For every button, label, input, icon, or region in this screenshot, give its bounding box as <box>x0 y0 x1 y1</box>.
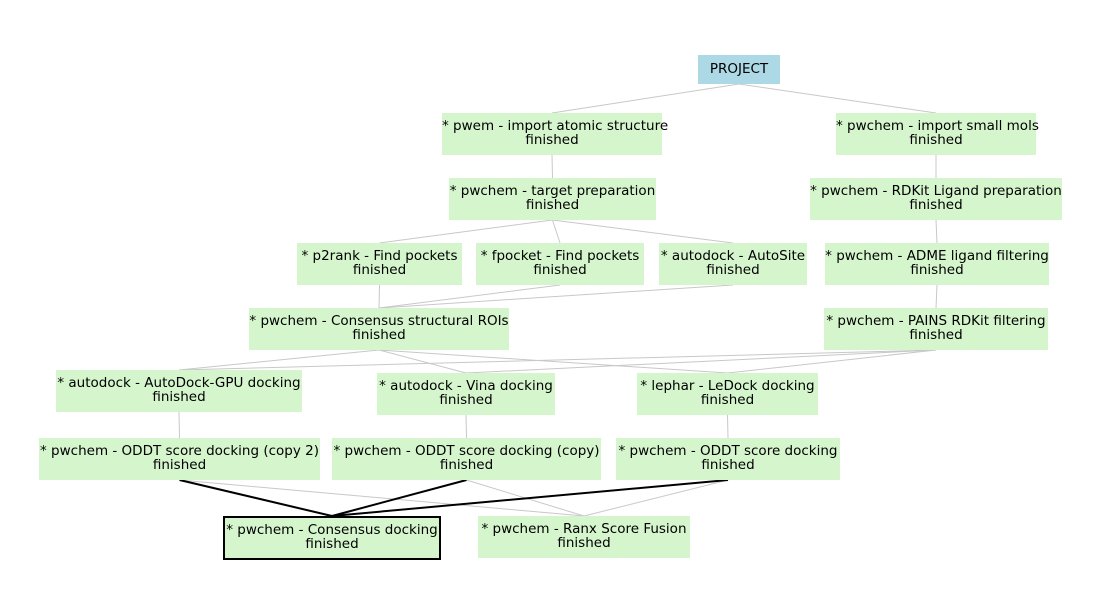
node-status: finished <box>909 197 963 213</box>
node-title: * fpocket - Find pockets <box>480 248 640 264</box>
node-title: * pwchem - ODDT score docking (copy 2) <box>40 443 319 459</box>
protocol-node-p2rank-find-pockets[interactable]: * p2rank - Find pockets finished <box>297 243 462 285</box>
node-status: finished <box>909 327 963 343</box>
protocol-node-import-small-mols[interactable]: * pwchem - import small mols finished <box>836 113 1039 155</box>
node-title: * pwchem - import small mols <box>836 118 1039 134</box>
edge-fpocket-to-consensus_rois <box>378 284 561 309</box>
node-title: * pwchem - Consensus structural ROIs <box>249 313 509 329</box>
protocol-node-autodock-gpu-docking[interactable]: * autodock - AutoDock-GPU docking finish… <box>56 370 302 412</box>
node-title: * p2rank - Find pockets <box>301 248 458 264</box>
node-title: * pwchem - ADME ligand filtering <box>825 248 1049 264</box>
edge-autosite-to-consensus_rois <box>378 284 734 309</box>
node-status: finished <box>909 132 963 148</box>
protocol-node-ledock-docking[interactable]: * lephar - LeDock docking finished <box>637 373 818 415</box>
edge-target_prep-to-fpocket <box>552 219 561 244</box>
edge-pains-to-autodock_gpu <box>178 349 937 371</box>
node-status: finished <box>533 262 587 278</box>
protocol-node-vina-docking[interactable]: * autodock - Vina docking finished <box>377 373 555 415</box>
edge-p2rank-to-consensus_rois <box>378 284 380 309</box>
node-title: * pwchem - ODDT score docking <box>618 443 838 459</box>
edge-import_atomic-to-target_prep <box>551 154 553 179</box>
protocol-node-autodock-autosite[interactable]: * autodock - AutoSite finished <box>659 243 807 285</box>
edge-target_prep-to-p2rank <box>379 219 553 244</box>
protocol-node-adme-ligand-filtering[interactable]: * pwchem - ADME ligand filtering finishe… <box>825 243 1049 285</box>
edge-pains-to-ledock <box>727 349 937 374</box>
edge-autodock_gpu-to-oddt_copy2 <box>178 411 180 439</box>
node-status: finished <box>910 262 964 278</box>
protocol-node-rdkit-ligand-preparation[interactable]: * pwchem - RDKit Ligand preparation fini… <box>810 178 1062 220</box>
node-title: * autodock - AutoDock-GPU docking <box>57 375 301 391</box>
edge-target_prep-to-autosite <box>552 219 734 244</box>
edge-pains-to-vina <box>465 349 937 374</box>
edge-vina-to-oddt_copy <box>465 414 467 439</box>
node-status: finished <box>525 132 579 148</box>
edge-adme-to-pains <box>935 284 938 309</box>
protocol-node-import-atomic-structure[interactable]: * pwem - import atomic structure finishe… <box>442 113 669 155</box>
node-title: * lephar - LeDock docking <box>640 378 815 394</box>
protocol-node-oddt-score-docking-copy[interactable]: * pwchem - ODDT score docking (copy) fin… <box>332 438 601 480</box>
selected-edge-oddt_copy-to-consensus_dock <box>331 479 467 517</box>
node-status: finished <box>701 457 755 473</box>
node-title: * pwchem - Consensus docking <box>226 522 438 538</box>
node-title: * pwchem - RDKit Ligand preparation <box>810 183 1062 199</box>
protocol-node-ranx-score-fusion[interactable]: * pwchem - Ranx Score Fusion finished <box>478 516 690 558</box>
edge-project-to-import_small <box>738 83 937 114</box>
node-status: finished <box>557 535 611 551</box>
node-status: finished <box>706 262 760 278</box>
node-title: * pwem - import atomic structure <box>442 118 669 134</box>
node-status: finished <box>352 262 407 278</box>
node-title: * autodock - Vina docking <box>379 378 553 394</box>
node-title: * pwchem - ODDT score docking (copy) <box>333 443 600 459</box>
selected-edge-oddt_copy2-to-consensus_dock <box>179 479 333 517</box>
protocol-node-oddt-score-docking-copy-2[interactable]: * pwchem - ODDT score docking (copy 2) f… <box>39 438 320 480</box>
protocol-node-fpocket-find-pockets[interactable]: * fpocket - Find pockets finished <box>476 243 644 285</box>
edge-project-to-import_atomic <box>551 83 740 114</box>
edge-oddt-to-ranx <box>583 479 729 517</box>
node-title: * pwchem - target preparation <box>449 183 656 199</box>
edge-rdkit_ligprep-to-adme <box>935 219 938 244</box>
protocol-node-oddt-score-docking[interactable]: * pwchem - ODDT score docking finished <box>616 438 840 480</box>
selected-edge-oddt-to-consensus_dock <box>331 479 729 517</box>
edge-oddt_copy2-to-ranx <box>179 479 585 517</box>
edge-ledock-to-oddt <box>727 414 729 439</box>
edge-consensus_rois-to-ledock <box>378 349 728 374</box>
protocol-node-target-preparation[interactable]: * pwchem - target preparation finished <box>449 178 656 220</box>
node-title: * autodock - AutoSite <box>660 248 806 264</box>
node-status: finished <box>439 392 493 408</box>
edge-consensus_rois-to-autodock_gpu <box>178 349 380 371</box>
node-status: finished <box>525 197 580 213</box>
edge-layer <box>178 83 938 517</box>
edge-consensus_rois-to-vina <box>378 349 467 374</box>
node-title: * pwchem - Ranx Score Fusion <box>481 521 687 537</box>
node-title: * pwchem - PAINS RDKit filtering <box>826 313 1046 329</box>
node-status: finished <box>305 536 359 552</box>
project-root-node[interactable]: PROJECT <box>698 55 780 84</box>
node-status: finished <box>152 457 207 473</box>
protocol-node-pains-rdkit-filtering[interactable]: * pwchem - PAINS RDKit filtering finishe… <box>824 308 1048 350</box>
protocol-node-consensus-docking-selected[interactable]: * pwchem - Consensus docking finished <box>223 516 441 560</box>
node-status: finished <box>152 389 206 405</box>
node-status: finished <box>439 457 494 473</box>
protocol-node-consensus-structural-rois[interactable]: * pwchem - Consensus structural ROIs fin… <box>249 308 509 350</box>
project-label: PROJECT <box>709 61 769 77</box>
node-status: finished <box>352 327 406 343</box>
node-status: finished <box>700 392 755 408</box>
